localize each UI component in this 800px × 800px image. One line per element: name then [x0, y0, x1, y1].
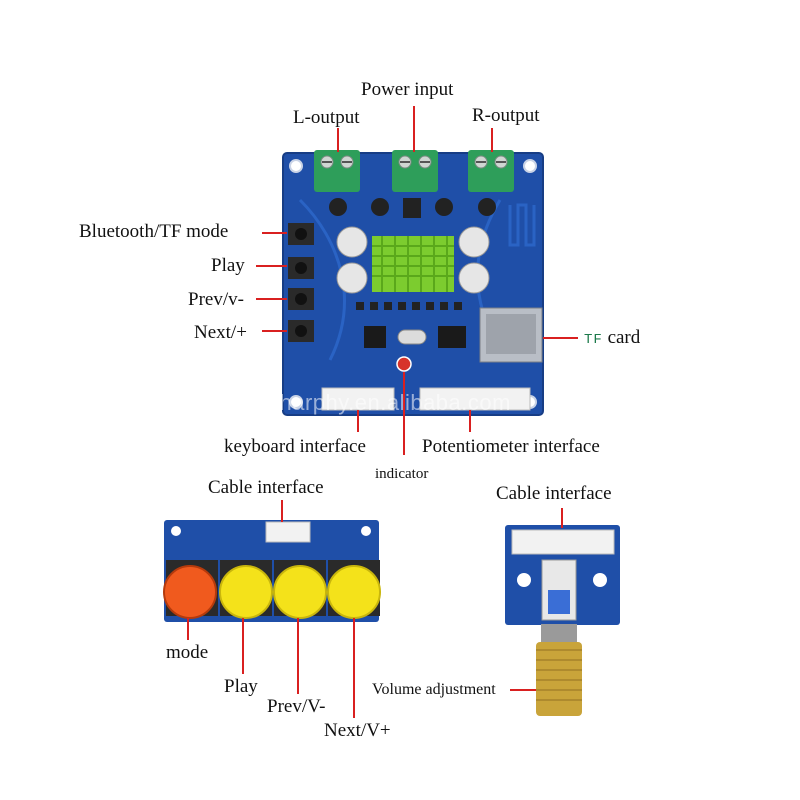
label-tf-card: TF card [584, 328, 640, 347]
l-output-terminal [314, 150, 360, 192]
chip-right [438, 326, 466, 348]
tf-card-slot [479, 307, 543, 363]
resistor-row [356, 302, 462, 310]
prev-button-cap [273, 565, 327, 619]
label-cable-interface-right: Cable interface [496, 483, 612, 504]
pot-leader-lines [510, 508, 563, 691]
label-mode: mode [166, 642, 209, 663]
label-potentiometer-interface: Potentiometer interface [422, 436, 600, 457]
potentiometer-board [505, 525, 620, 625]
label-l-output: L-output [293, 107, 360, 128]
chip-left [364, 326, 386, 348]
label-play: Play [211, 255, 245, 276]
potentiometer-connector [419, 387, 531, 411]
label-prev-v: Prev/v- [188, 289, 244, 310]
label-tf-prefix: TF [584, 332, 603, 348]
label-next-V: Next/V+ [324, 720, 391, 741]
indicator-led [396, 356, 412, 372]
antenna-trace [508, 203, 536, 247]
label-tf-suffix: card [602, 327, 641, 348]
label-keyboard-interface: keyboard interface [224, 436, 366, 457]
label-r-output: R-output [472, 105, 540, 126]
label-bt-tf-mode: Bluetooth/TF mode [79, 221, 229, 242]
r-output-terminal [468, 150, 514, 192]
label-volume-adjustment: Volume adjustment [372, 681, 496, 698]
keypad-buttons [163, 565, 381, 619]
label-power-input: Power input [361, 79, 454, 100]
next-button-cap [327, 565, 381, 619]
volume-knob [536, 624, 582, 716]
pcb-buttons [288, 223, 314, 342]
label-play-btn: Play [224, 676, 258, 697]
label-cable-interface-left: Cable interface [208, 477, 324, 498]
watermark: sharphy.en.alibaba.com [268, 390, 511, 415]
crystal [397, 329, 427, 345]
mode-button-cap [163, 565, 217, 619]
label-indicator: indicator [375, 466, 429, 482]
transistor-row [329, 198, 496, 218]
capacitors [336, 226, 490, 294]
keypad-leader-lines [187, 500, 355, 718]
heatsink [372, 236, 454, 292]
label-prev-V: Prev/V- [267, 696, 326, 717]
power-input-terminal [392, 150, 438, 192]
leader-lines [256, 106, 578, 455]
label-next-plus: Next/+ [194, 322, 247, 343]
play-button-cap [219, 565, 273, 619]
